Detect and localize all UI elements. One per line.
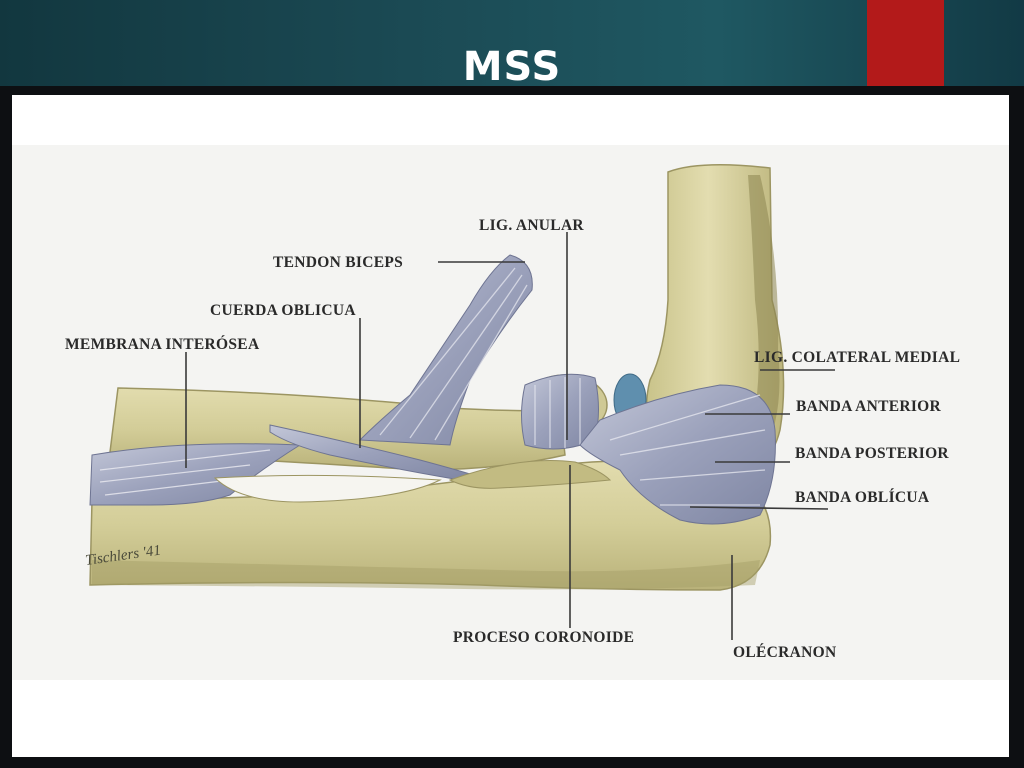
label-proceso-coronoide: PROCESO CORONOIDE [453, 629, 634, 646]
label-membrana-interosea: MEMBRANA INTERÓSEA [65, 336, 260, 353]
label-tendon-biceps: TENDON BICEPS [273, 254, 403, 271]
interosseous-gap [213, 474, 442, 503]
label-lig-colateral-medial: LIG. COLATERAL MEDIAL [754, 349, 960, 366]
membrane-fibers [99, 449, 271, 496]
label-lig-anular: LIG. ANULAR [479, 217, 584, 234]
slide-header: MSS [0, 0, 1024, 90]
interosseous-membrane [89, 443, 302, 506]
collateral-fibers [609, 394, 766, 506]
annular-fibers [534, 377, 581, 448]
biceps-fibers [379, 267, 528, 441]
label-banda-oblicua: BANDA OBLÍCUA [795, 489, 930, 506]
humerus-shadow [748, 175, 780, 460]
elbow-ligaments-illustration: Tischlers '41 LIG. ANULAR TENDON BICEPS … [12, 145, 1009, 680]
slide-title: MSS [462, 44, 562, 90]
accent-block [867, 0, 944, 86]
leader-banda-oblicua [689, 506, 829, 510]
label-cuerda-oblicua: CUERDA OBLICUA [210, 302, 356, 319]
label-banda-anterior: BANDA ANTERIOR [796, 398, 942, 415]
label-banda-posterior: BANDA POSTERIOR [795, 445, 949, 462]
ulna-shade [92, 560, 760, 590]
image-frame: Tischlers '41 LIG. ANULAR TENDON BICEPS … [12, 95, 1009, 757]
label-olecranon: OLÉCRANON [733, 644, 836, 661]
